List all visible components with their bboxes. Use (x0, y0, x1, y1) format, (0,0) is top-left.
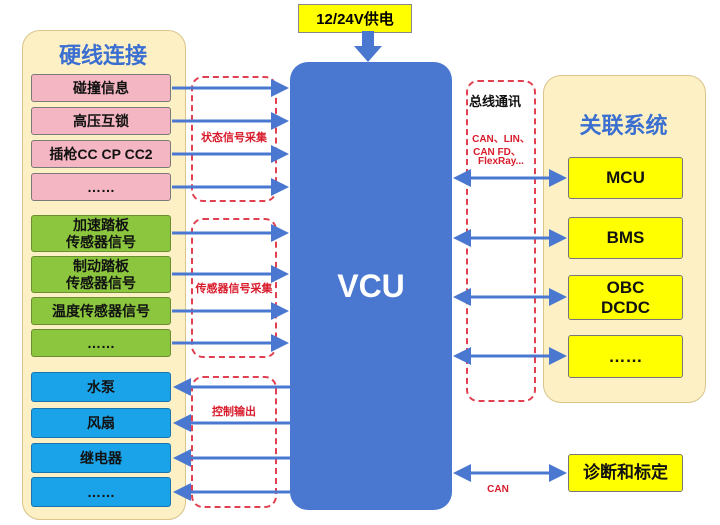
charge-gun-box: 插枪CC CP CC2 (31, 140, 171, 168)
can-label: CAN (487, 484, 509, 495)
bms-box: BMS (568, 217, 683, 259)
power-supply-box: 12/24V供电 (298, 4, 412, 33)
diag-calib-box: 诊断和标定 (568, 454, 683, 492)
fan-box: 风扇 (31, 408, 171, 438)
temp-sensor-box: 温度传感器信号 (31, 297, 171, 325)
obc-dcdc-box: OBC DCDC (568, 275, 683, 320)
relay-box: 继电器 (31, 443, 171, 473)
power-arrow (354, 31, 382, 62)
status-collect-label: 状态信号采集 (201, 132, 267, 144)
mcu-box: MCU (568, 157, 683, 199)
pink-more-box: …… (31, 173, 171, 201)
sensor-dashed-box (191, 218, 277, 358)
hardwire-title: 硬线连接 (58, 43, 147, 68)
accel-pedal-box: 加速踏板 传感器信号 (31, 215, 171, 252)
brake-pedal-box: 制动踏板 传感器信号 (31, 256, 171, 293)
collision-info-box: 碰撞信息 (31, 74, 171, 102)
bus-comm-title: 总线通讯 (469, 94, 522, 109)
bus-detail-3: FlexRay... (478, 156, 524, 167)
blue-more-box: …… (31, 477, 171, 507)
control-dashed-box (191, 376, 277, 508)
water-pump-box: 水泵 (31, 372, 171, 402)
systems-more-box: …… (568, 335, 683, 378)
related-systems-title: 关联系统 (579, 113, 668, 138)
vcu-block: VCU (290, 62, 452, 510)
bus-detail-1: CAN、LIN、 (472, 134, 530, 145)
hv-interlock-box: 高压互锁 (31, 107, 171, 135)
sensor-collect-label: 传感器信号采集 (195, 283, 273, 295)
status-dashed-box (191, 76, 277, 202)
bus-detail-2: CAN FD、 (473, 147, 521, 158)
green-more-box: …… (31, 329, 171, 357)
control-output-label: 控制输出 (212, 406, 256, 418)
